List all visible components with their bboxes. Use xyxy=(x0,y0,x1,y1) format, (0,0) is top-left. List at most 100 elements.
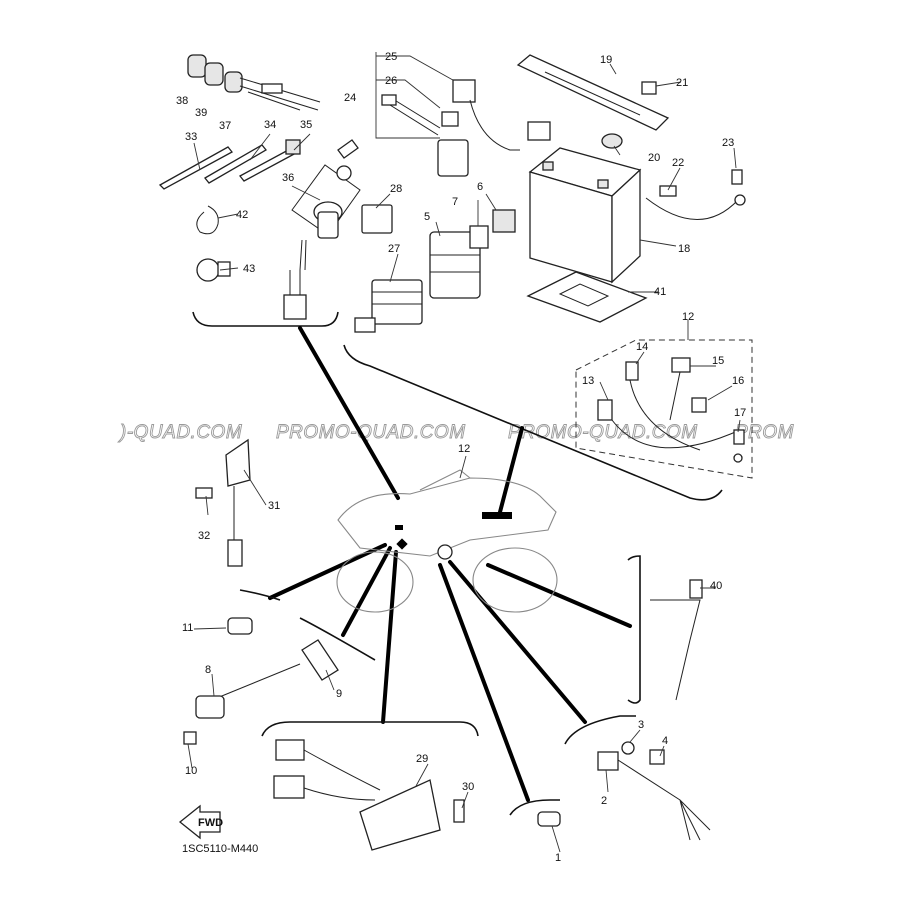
callout-42: 42 xyxy=(236,209,248,221)
callout-38: 38 xyxy=(176,95,188,107)
pointer-switch xyxy=(298,326,400,500)
group-bottom-left: FWD 1SC5110-M440 xyxy=(178,438,479,855)
atv-body xyxy=(337,477,557,557)
callout-39: 39 xyxy=(195,107,207,119)
group-top-left xyxy=(158,54,361,327)
callout-24: 24 xyxy=(344,92,356,104)
watermark-mid2: PROMO-QUAD.COM xyxy=(508,422,698,443)
callout-1: 1 xyxy=(555,852,561,864)
callout-41: 41 xyxy=(654,286,666,298)
relay-lead-wires xyxy=(381,95,441,136)
callout-5: 5 xyxy=(424,211,430,223)
switch-coupler-36 xyxy=(283,294,307,320)
watermark-right: PROM xyxy=(735,422,794,443)
callout-8: 8 xyxy=(205,664,211,676)
callout-13: 13 xyxy=(582,375,594,387)
callout-27: 27 xyxy=(388,243,400,255)
watermark-left: )-QUAD.COM xyxy=(118,422,242,443)
fwd-label: FWD xyxy=(198,817,223,829)
starter-relay-24 xyxy=(437,139,469,177)
relay-cable xyxy=(469,99,520,151)
callout-17: 17 xyxy=(734,407,746,419)
screw-17 xyxy=(733,429,745,445)
sheet-cutout xyxy=(558,283,610,307)
callout-3: 3 xyxy=(638,719,644,731)
bolt-10 xyxy=(183,731,197,745)
bolt-21 xyxy=(641,81,657,95)
marker-3 xyxy=(482,512,512,519)
callout-26: 26 xyxy=(385,75,397,87)
plug-cap-9 xyxy=(301,639,339,681)
battery-sheet-41 xyxy=(526,271,648,323)
bracket-regulator xyxy=(261,721,479,737)
callout-37: 37 xyxy=(219,120,231,132)
fwd-arrow-icon xyxy=(178,804,221,840)
callout-35: 35 xyxy=(300,119,312,131)
bracket-top-left xyxy=(192,311,339,327)
regulator-29 xyxy=(359,779,441,851)
band-rib xyxy=(544,71,641,116)
connector-25 xyxy=(452,79,476,103)
ignition-coil-lead-8 xyxy=(211,663,301,701)
callout-10: 10 xyxy=(185,765,197,777)
bracket-sensor xyxy=(239,589,281,601)
bolt-4 xyxy=(649,749,665,765)
ignition-coil-8 xyxy=(195,695,225,719)
clip-35 xyxy=(285,139,301,155)
switch-frame-36 xyxy=(291,164,361,236)
harness-fuse-14 xyxy=(625,361,639,381)
rectifier-27 xyxy=(371,279,423,325)
switch-wires-36 xyxy=(299,239,307,271)
pointer-thermo xyxy=(438,563,530,802)
watermark-mid: PROMO-QUAD.COM xyxy=(276,422,466,443)
lead-connector-40 xyxy=(689,579,703,599)
atv-silhouette xyxy=(336,469,558,613)
callout-4: 4 xyxy=(662,735,668,747)
lead-25 xyxy=(376,55,461,85)
bracket-speed-sensor xyxy=(564,715,636,745)
callout-28: 28 xyxy=(390,183,402,195)
bracket-plug xyxy=(299,617,376,661)
damper-20 xyxy=(601,133,623,149)
callout-19: 19 xyxy=(600,54,612,66)
sensor-43 xyxy=(196,258,220,282)
battery-band-19 xyxy=(516,54,670,131)
pointer-speed-sensor xyxy=(448,560,587,724)
callout-29: 29 xyxy=(416,753,428,765)
marker-4 xyxy=(437,544,453,560)
callout-20: 20 xyxy=(648,152,660,164)
regulator-plug-b xyxy=(273,775,305,799)
lead-cover-22 xyxy=(659,185,677,197)
cable-tie-34 xyxy=(204,144,267,184)
callout-2: 2 xyxy=(601,795,607,807)
harness-leads-37 xyxy=(239,77,321,111)
cdi-ribs xyxy=(430,254,480,273)
diagram-code: 1SC5110-M440 xyxy=(182,843,258,855)
thermo-unit-1 xyxy=(537,811,561,827)
pointer-plug xyxy=(341,546,392,637)
key-36 xyxy=(337,139,359,159)
earth-terminal-17 xyxy=(733,453,743,463)
callout-40: 40 xyxy=(710,580,722,592)
bracket-thermo xyxy=(509,799,560,816)
fuse-box-6 xyxy=(492,209,516,233)
group-top-center xyxy=(354,52,551,333)
callout-21: 21 xyxy=(676,77,688,89)
watermark-band: )-QUAD.COM PROMO-QUAD.COM PROMO-QUAD.COM… xyxy=(118,422,794,444)
relay-31-plug xyxy=(227,539,243,567)
battery-terminal-pos xyxy=(597,179,609,189)
key-ring-36 xyxy=(336,165,352,181)
battery-side-18 xyxy=(611,168,641,284)
sensor-wires-2 xyxy=(617,759,711,841)
callout-14: 14 xyxy=(636,341,648,353)
switch-wire-drop xyxy=(289,270,301,295)
pointer-battery xyxy=(498,426,524,514)
cap-39 xyxy=(204,62,224,86)
callout-numbers: 1 2 3 4 5 6 7 8 9 10 11 12 12 13 14 15 1… xyxy=(176,51,746,864)
pointer-lines xyxy=(268,326,632,802)
callout-7: 7 xyxy=(452,196,458,208)
bracket-7 xyxy=(469,225,489,249)
bracket-lead xyxy=(627,555,641,704)
callout-36: 36 xyxy=(282,172,294,184)
